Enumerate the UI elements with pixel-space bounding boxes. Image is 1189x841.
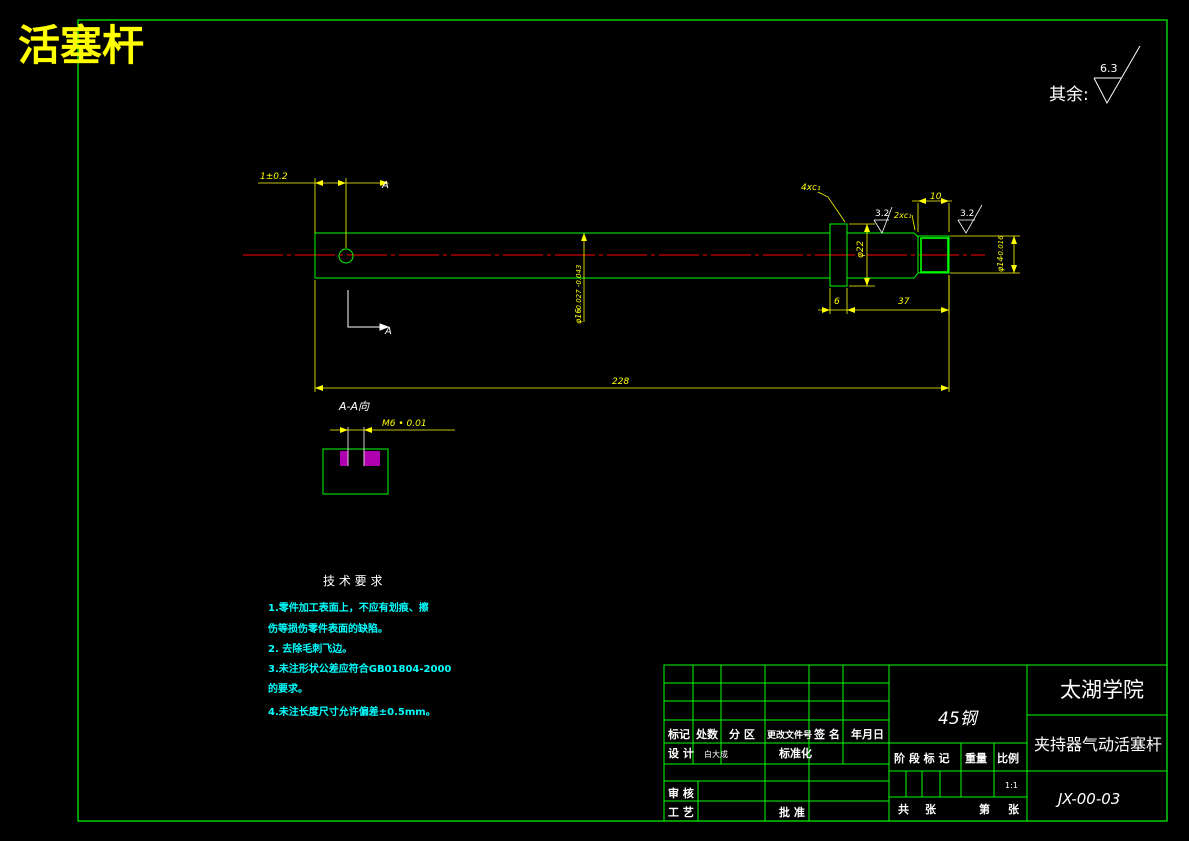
dim-len-37: 37 xyxy=(898,297,910,307)
dim-dia-16-tol: -0.027 -0.043 xyxy=(575,265,583,312)
section-view-label: A-A向 xyxy=(338,400,370,413)
tech-req-line-6: 4.未注长度尺寸允许偏差±0.5mm。 xyxy=(268,705,436,718)
tb-sheets2: 张 xyxy=(1008,802,1020,816)
tb-drawing-no: JX-00-03 xyxy=(1055,790,1120,808)
hatch-left xyxy=(340,451,348,466)
tb-process: 工 艺 xyxy=(668,805,694,819)
tb-stage: 阶 段 标 记 xyxy=(894,751,950,765)
roughness-symbol-icon xyxy=(1093,45,1141,105)
tech-req-line-5: 的要求。 xyxy=(268,682,308,695)
cross-hole xyxy=(338,248,354,264)
tb-material: 45钢 xyxy=(938,709,980,729)
section-mark-top: A xyxy=(381,180,389,191)
tb-standard: 标准化 xyxy=(778,746,812,760)
tb-design: 设 计 xyxy=(668,746,694,760)
tb-hdr-sign: 签 名 xyxy=(813,727,840,741)
dim-hole-offset: 1±0.2 xyxy=(260,172,288,182)
dim-len-6: 6 xyxy=(834,297,840,307)
section-view: M6 • 0.01 xyxy=(322,419,455,495)
piston-rod xyxy=(314,223,950,287)
dim-dia-22: φ22 xyxy=(856,240,866,258)
roughness-note-value: 6.3 xyxy=(1100,62,1118,75)
roughness-note: 其余: 6.3 xyxy=(1049,45,1141,105)
dim-len-228: 228 xyxy=(612,377,629,387)
drawing-title: 活塞杆 xyxy=(18,21,144,70)
tb-hdr-count: 处数 xyxy=(695,727,719,741)
dim-chamfer-left: 4xc₁ xyxy=(801,183,821,193)
tb-school: 太湖学院 xyxy=(1060,678,1144,702)
dim-dia-14-tol: -0.016 xyxy=(997,235,1005,258)
section-marks xyxy=(347,290,390,331)
dim-roughness-2: 3.2 xyxy=(960,209,974,219)
tech-requirements: 技 术 要 求 1.零件加工表面上，不应有划痕、擦 伤等损伤零件表面的缺陷。 2… xyxy=(267,574,451,718)
roughness-2-icon xyxy=(957,204,983,234)
roughness-1-icon xyxy=(873,206,893,234)
drawing-border xyxy=(77,19,1168,822)
tb-sheets: 张 xyxy=(925,802,937,816)
tb-sheet-no: 第 xyxy=(979,802,990,816)
tb-designer: 白大成 xyxy=(704,749,728,759)
tb-approve: 批 准 xyxy=(779,805,805,819)
tb-scale: 1:1 xyxy=(1005,781,1018,790)
tech-req-line-1: 1.零件加工表面上，不应有划痕、擦 xyxy=(268,601,429,614)
dim-chamfer-right: 2xc₁ xyxy=(894,211,911,220)
dim-roughness-1: 3.2 xyxy=(875,209,889,219)
dim-dia-14: φ14 xyxy=(996,257,1005,272)
tb-ratio: 比例 xyxy=(997,751,1019,765)
tb-hdr-doc: 更改文件号 xyxy=(767,729,812,741)
tb-hdr-date: 年月日 xyxy=(851,727,884,741)
tb-part-name: 夹持器气动活塞杆 xyxy=(1034,735,1162,754)
section-mark-bottom: A xyxy=(384,326,392,337)
tech-req-line-4: 3.未注形状公差应符合GB01804-2000 xyxy=(268,662,451,675)
roughness-note-label: 其余: xyxy=(1049,85,1089,105)
dim-dia-16: φ16 xyxy=(574,309,583,324)
tech-req-heading: 技 术 要 求 xyxy=(323,574,382,588)
tb-hdr-zone: 分 区 xyxy=(729,727,755,741)
tb-hdr-mark: 标记 xyxy=(667,727,690,741)
title-block xyxy=(663,664,1168,822)
roughness-symbols xyxy=(873,204,983,234)
tb-review: 审 核 xyxy=(668,786,694,800)
tb-total: 共 xyxy=(898,802,909,816)
arrowheads xyxy=(315,180,1017,391)
section-view-thread: M6 • 0.01 xyxy=(382,419,427,429)
title-block-text: 太湖学院 45钢 夹持器气动活塞杆 JX-00-03 1:1 标记 处数 分 区… xyxy=(667,678,1162,819)
tech-req-line-3: 2. 去除毛刺飞边。 xyxy=(268,642,352,655)
hatch-right xyxy=(364,451,380,466)
dim-width-10: 10 xyxy=(930,192,942,202)
tech-req-line-2: 伤等损伤零件表面的缺陷。 xyxy=(267,622,388,635)
tb-weight: 重量 xyxy=(965,751,987,765)
